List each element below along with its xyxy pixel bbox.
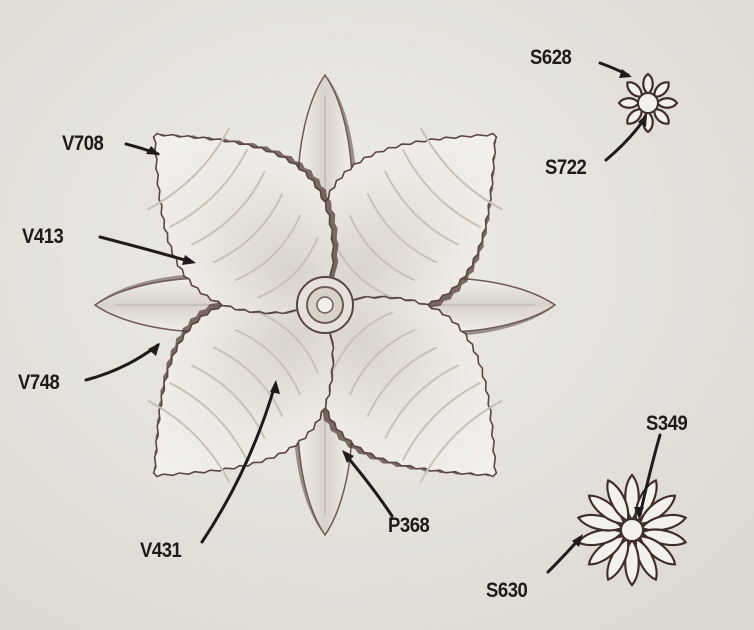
label-s349: S349 [646, 413, 687, 434]
label-s722: S722 [545, 157, 586, 178]
label-s628: S628 [530, 47, 571, 68]
label-v431: V431 [140, 540, 181, 561]
small-petal [619, 98, 639, 107]
label-s630: S630 [486, 580, 527, 601]
small-petal [643, 74, 652, 94]
label-p368: P368 [388, 515, 429, 536]
label-v708: V708 [62, 133, 103, 154]
label-v413: V413 [22, 226, 63, 247]
label-v748: V748 [18, 372, 59, 393]
small-petal [657, 98, 677, 107]
